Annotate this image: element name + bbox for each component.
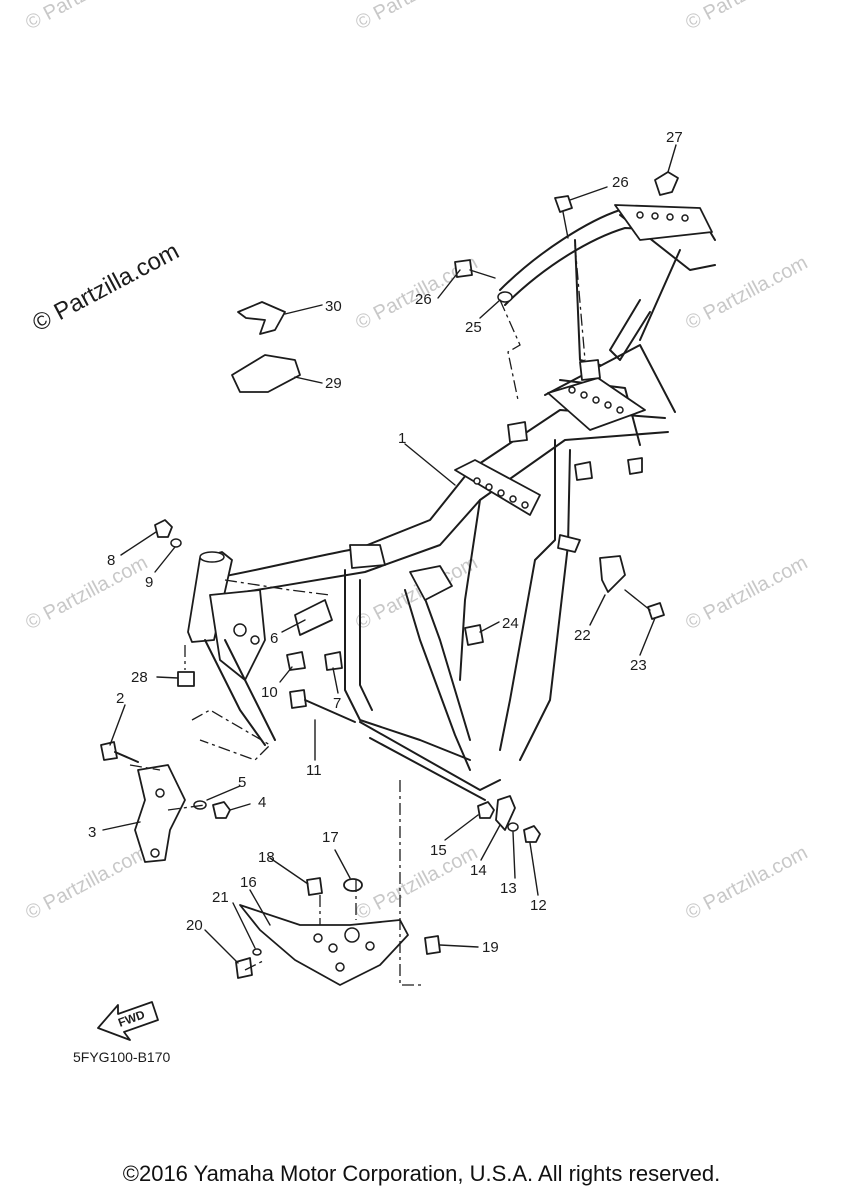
callout-9: 9 (145, 574, 153, 591)
callout-2: 2 (116, 690, 124, 707)
callout-13: 13 (500, 880, 517, 897)
bolt-2 (100, 741, 118, 761)
pad-29 (231, 354, 301, 393)
callout-3: 3 (88, 824, 96, 841)
skid-plate-16 (239, 904, 409, 986)
nut-8 (154, 519, 173, 538)
callout-20: 20 (186, 917, 203, 934)
watermark-text: © Partzilla.com (352, 842, 481, 925)
assembly-lines (129, 244, 586, 986)
callout-29: 29 (325, 375, 342, 392)
main-frame (187, 344, 676, 801)
callout-28: 28 (131, 669, 148, 686)
diagram-code: 5FYG100-B170 (73, 1049, 170, 1065)
frame-holes (473, 386, 624, 509)
callout-7: 7 (333, 695, 341, 712)
callout-21: 21 (212, 889, 229, 906)
nut-12 (523, 825, 541, 843)
callout-12: 12 (530, 897, 547, 914)
watermark-text: © Partzilla.com (22, 0, 151, 34)
bolt-19 (424, 935, 441, 955)
callout-6: 6 (270, 630, 278, 647)
bracket-6 (294, 599, 333, 636)
bolt-20 (235, 957, 253, 979)
label-28 (177, 671, 195, 687)
callout-4: 4 (258, 794, 266, 811)
callout-22: 22 (574, 627, 591, 644)
callout-25: 25 (465, 319, 482, 336)
bracket-22 (599, 555, 626, 593)
watermark-text: © Partzilla.com (682, 252, 811, 335)
watermark-layer: © Partzilla.com © Partzilla.com © Partzi… (22, 0, 811, 924)
watermark-text: © Partzilla.com (682, 552, 811, 635)
engine-bracket-3 (134, 764, 186, 863)
clip-30 (237, 301, 286, 335)
callout-labels: 1 2 3 4 5 6 7 8 9 10 11 12 13 14 15 16 1… (88, 129, 683, 956)
callout-24: 24 (502, 615, 519, 632)
bracket-14 (495, 795, 516, 831)
nut-15 (477, 801, 495, 819)
bolt-10 (286, 651, 306, 671)
fwd-arrow: FWD (97, 1001, 159, 1041)
watermark-text: © Partzilla.com (352, 0, 481, 34)
washer-21 (252, 948, 262, 956)
washer-25 (497, 291, 513, 303)
callout-26b: 26 (415, 291, 432, 308)
callout-26a: 26 (612, 174, 629, 191)
watermark-text: © Partzilla.com (22, 552, 151, 635)
callout-11: 11 (306, 762, 322, 779)
nut-4 (212, 801, 231, 819)
callout-27: 27 (666, 129, 683, 146)
watermark-text: © Partzilla.com (22, 842, 151, 925)
parts-hardware (100, 171, 679, 986)
callout-30: 30 (325, 298, 342, 315)
bolt-26b (454, 259, 473, 278)
rear-subframe (499, 204, 716, 381)
watermark-text: © Partzilla.com (682, 0, 811, 34)
washer-13 (507, 822, 519, 832)
plug-27 (654, 171, 679, 196)
washer-9 (170, 538, 182, 548)
callout-19: 19 (482, 939, 499, 956)
bolt-23 (647, 602, 665, 620)
collar-24 (464, 624, 484, 646)
bolt-26a (554, 195, 573, 213)
watermark-text: © Partzilla.com (682, 842, 811, 925)
callout-16: 16 (240, 874, 257, 891)
bolt-18 (306, 877, 323, 896)
bolt-11 (289, 689, 307, 709)
grommet-17 (343, 878, 363, 892)
callout-10: 10 (261, 684, 278, 701)
callout-15: 15 (430, 842, 447, 859)
copyright-notice: ©2016 Yamaha Motor Corporation, U.S.A. A… (122, 1161, 721, 1186)
callout-18: 18 (258, 849, 275, 866)
callout-1: 1 (398, 430, 406, 447)
callout-8: 8 (107, 552, 115, 569)
washer-5 (193, 800, 207, 810)
leader-lines (102, 144, 677, 964)
callout-14: 14 (470, 862, 487, 879)
callout-17: 17 (322, 829, 339, 846)
callout-23: 23 (630, 657, 647, 674)
bolt-7 (324, 651, 343, 671)
callout-5: 5 (238, 774, 246, 791)
partzilla-watermark: © Partzilla.com (28, 238, 183, 338)
